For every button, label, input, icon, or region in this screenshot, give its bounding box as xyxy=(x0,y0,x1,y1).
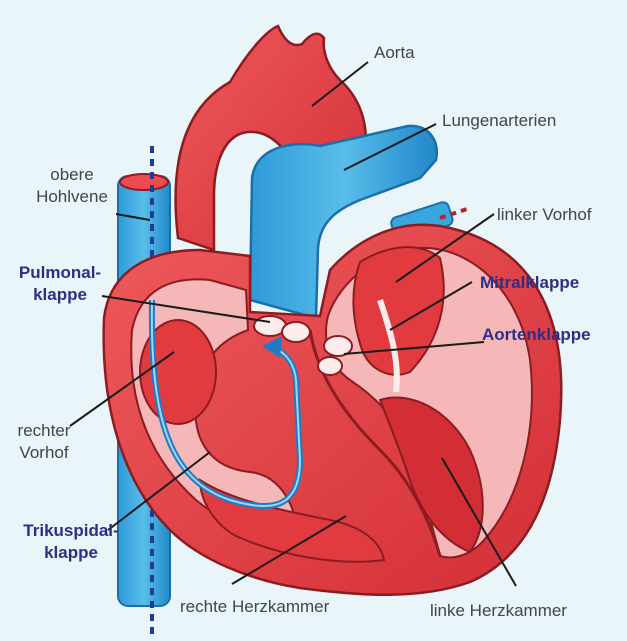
label-superior-vena-cava-line2: Hohlvene xyxy=(14,186,130,208)
label-tricuspid-valve: Trikuspidal- klappe xyxy=(4,520,138,564)
label-superior-vena-cava: obere Hohlvene xyxy=(14,164,130,208)
label-right-atrium: rechter Vorhof xyxy=(12,420,76,464)
label-left-atrium: linker Vorhof xyxy=(497,204,592,226)
label-mitral-valve: Mitralklappe xyxy=(480,272,579,294)
label-aorta: Aorta xyxy=(374,42,415,64)
label-pulmonary-arteries: Lungenarterien xyxy=(442,110,556,132)
label-left-ventricle: linke Herzkammer xyxy=(430,600,567,622)
label-tricuspid-valve-line2: klappe xyxy=(4,542,138,564)
label-pulmonary-valve-line1: Pulmonal- xyxy=(8,262,112,284)
label-superior-vena-cava-line1: obere xyxy=(14,164,130,186)
label-tricuspid-valve-line1: Trikuspidal- xyxy=(4,520,138,542)
label-right-ventricle: rechte Herzkammer xyxy=(180,596,329,618)
label-aortic-valve: Aortenklappe xyxy=(482,324,591,346)
label-right-atrium-line1: rechter xyxy=(12,420,76,442)
label-pulmonary-valve-line2: klappe xyxy=(8,284,112,306)
label-right-atrium-line2: Vorhof xyxy=(12,442,76,464)
label-pulmonary-valve: Pulmonal- klappe xyxy=(8,262,112,306)
